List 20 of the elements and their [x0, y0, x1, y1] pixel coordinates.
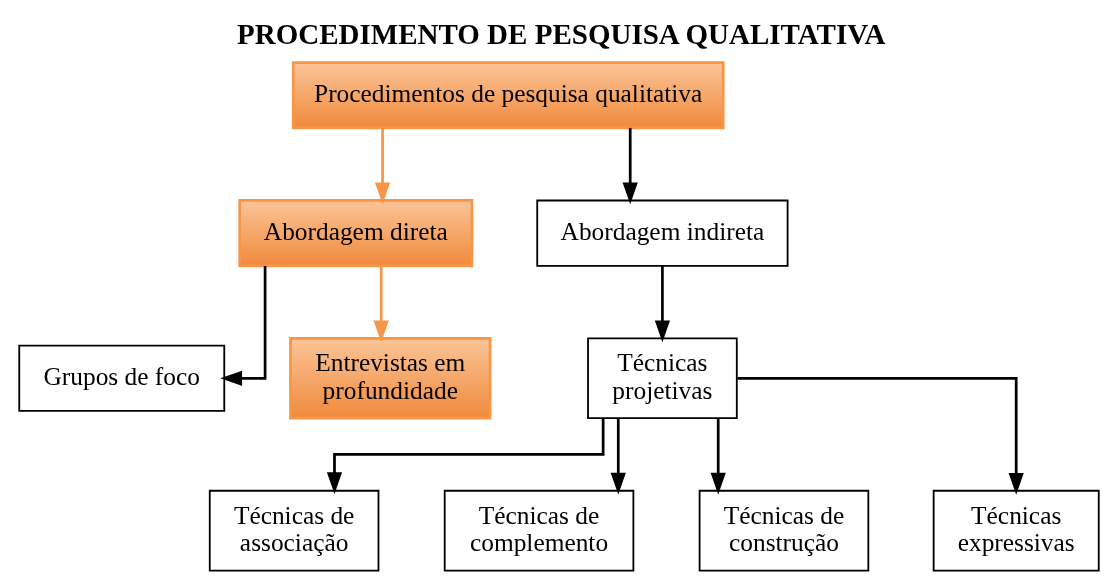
node-box: Técnicas de complemento [443, 489, 634, 572]
arrow [219, 266, 266, 386]
node-box: Técnicas de construção [698, 489, 869, 572]
arrow [736, 376, 1024, 495]
arrow [610, 418, 626, 495]
arrow [654, 266, 670, 343]
arrow [622, 127, 638, 205]
node-box: Técnicas expressivas [932, 489, 1100, 572]
arrow [326, 419, 604, 494]
node-box: Procedimentos de pesquisa qualitativa [291, 61, 725, 130]
arrow [373, 266, 389, 343]
arrow [710, 418, 726, 495]
node-box: Abordagem indireta [535, 199, 788, 267]
node-box: Técnicas projetivas [586, 337, 738, 420]
node-box: Entrevistas em profundidade [288, 337, 491, 420]
arrow [374, 127, 390, 205]
node-box: Grupos de foco [17, 344, 225, 412]
diagram-title: PROCEDIMENTO DE PESQUISA QUALITATIVA [236, 18, 885, 51]
node-box: Técnicas de associação [208, 489, 379, 572]
node-box: Abordagem direta [237, 199, 473, 268]
